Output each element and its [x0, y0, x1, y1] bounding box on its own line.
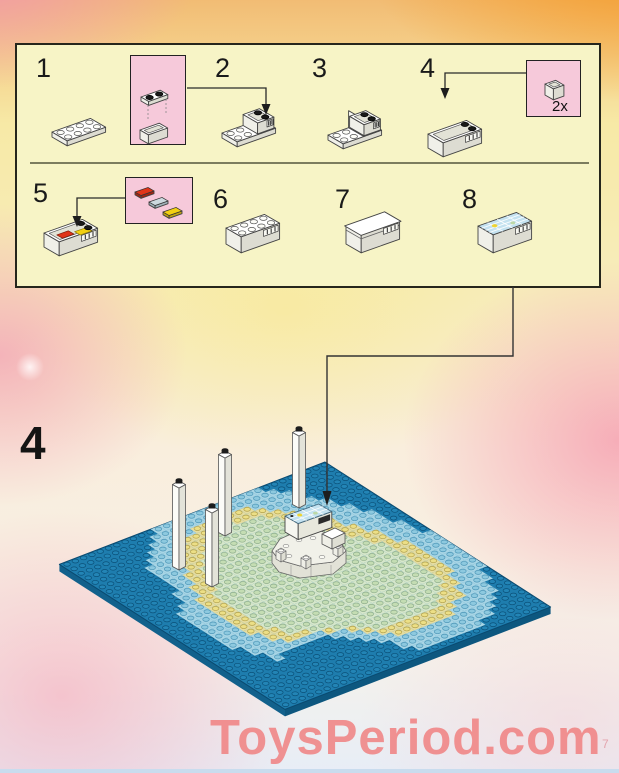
baseplate	[58, 461, 552, 717]
page-number: 7	[602, 737, 609, 751]
command-post-structure	[271, 503, 347, 579]
step-label-7: 7	[335, 184, 351, 214]
step-label-2: 2	[215, 53, 231, 83]
step-label-3: 3	[312, 53, 328, 83]
watermark-text: ToysPeriod.com	[210, 711, 602, 765]
pillars	[172, 448, 232, 588]
callout-quantity-label: 2x	[552, 98, 568, 115]
step-label-4: 4	[420, 53, 436, 83]
step-label-5: 5	[33, 178, 49, 208]
panel-divider	[30, 162, 589, 164]
parts-steps-panel	[15, 43, 601, 288]
callout-subassembly	[130, 55, 186, 145]
step-number-heading: 4	[20, 417, 46, 469]
baseplate-studs	[63, 462, 547, 707]
scan-bottom-edge	[0, 769, 619, 773]
step-label-8: 8	[462, 184, 478, 214]
island-cells	[144, 487, 499, 662]
callout-tiles	[125, 177, 193, 224]
step-label-1: 1	[36, 53, 52, 83]
step-label-6: 6	[213, 184, 229, 214]
pillar-tall	[292, 426, 306, 509]
placement-connector-line	[322, 287, 514, 506]
